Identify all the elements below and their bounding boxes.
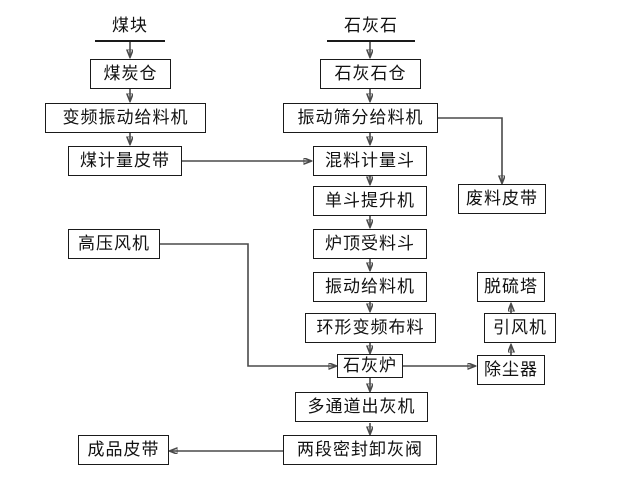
node-waste-belt[interactable]: 废料皮带 [458, 184, 546, 214]
node-vibe-screen-feeder[interactable]: 振动筛分给料机 [283, 103, 438, 133]
node-multichannel-ash-discharger[interactable]: 多通道出灰机 [295, 392, 428, 422]
node-high-pressure-fan-label: 高压风机 [78, 233, 150, 254]
node-vfd-vibe-feeder-label: 变频振动给料机 [62, 107, 189, 128]
node-skip-hoist[interactable]: 单斗提升机 [313, 186, 427, 216]
wire-hpfan-limekiln [160, 243, 336, 366]
node-product-belt-label: 成品皮带 [87, 439, 160, 460]
node-ring-vfd-distributor[interactable]: 环形变频布料 [305, 313, 436, 343]
node-coal-bin-label: 煤炭仓 [103, 63, 158, 84]
source-label-coal: 煤块 [95, 16, 165, 42]
node-induced-draft-fan[interactable]: 引风机 [484, 313, 556, 343]
source-label-limestone: 石灰石 [327, 16, 415, 42]
node-lime-kiln[interactable]: 石灰炉 [337, 354, 403, 378]
node-desulfurization-tower[interactable]: 脱硫塔 [477, 272, 545, 302]
source-label-limestone-text: 石灰石 [344, 16, 398, 36]
node-waste-belt-label: 废料皮带 [466, 188, 538, 209]
node-vibe-screen-feeder-label: 振动筛分给料机 [297, 107, 424, 128]
node-product-belt[interactable]: 成品皮带 [78, 435, 169, 465]
wire-screenfeeder-wastebelt [437, 117, 502, 183]
node-coal-weigh-belt-label: 煤计量皮带 [80, 150, 170, 171]
node-vibe-feeder-label: 振动给料机 [325, 276, 415, 297]
node-induced-draft-fan-label: 引风机 [493, 317, 547, 338]
node-limestone-bin-label: 石灰石仓 [334, 63, 407, 84]
node-mix-weigh-hopper-label: 混料计量斗 [325, 150, 415, 171]
node-high-pressure-fan[interactable]: 高压风机 [68, 229, 160, 259]
node-dust-collector[interactable]: 除尘器 [477, 355, 545, 385]
node-lime-kiln-label: 石灰炉 [343, 355, 397, 376]
node-two-stage-seal-ash-valve-label: 两段密封卸灰阀 [297, 439, 423, 460]
node-multichannel-ash-discharger-label: 多通道出灰机 [307, 396, 416, 417]
node-coal-weigh-belt[interactable]: 煤计量皮带 [68, 146, 182, 176]
node-desulfurization-tower-label: 脱硫塔 [484, 276, 538, 297]
node-vfd-vibe-feeder[interactable]: 变频振动给料机 [45, 103, 206, 133]
node-vibe-feeder[interactable]: 振动给料机 [313, 272, 427, 302]
source-label-coal-text: 煤块 [112, 16, 148, 36]
node-mix-weigh-hopper[interactable]: 混料计量斗 [313, 146, 427, 176]
node-furnace-top-hopper[interactable]: 炉顶受料斗 [313, 229, 427, 259]
node-ring-vfd-distributor-label: 环形变频布料 [316, 317, 425, 338]
node-two-stage-seal-ash-valve[interactable]: 两段密封卸灰阀 [283, 435, 437, 465]
node-skip-hoist-label: 单斗提升机 [325, 190, 415, 211]
node-dust-collector-label: 除尘器 [484, 359, 538, 380]
node-limestone-bin[interactable]: 石灰石仓 [320, 59, 421, 89]
node-furnace-top-hopper-label: 炉顶受料斗 [325, 233, 415, 254]
node-coal-bin[interactable]: 煤炭仓 [90, 59, 171, 89]
